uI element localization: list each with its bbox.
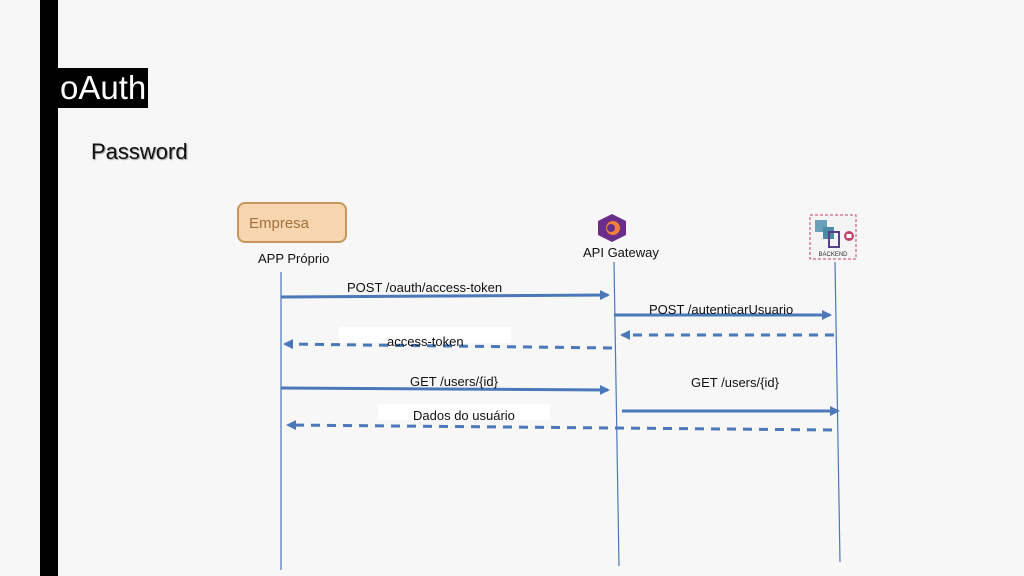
api-gateway-icon <box>598 214 626 242</box>
msg-get-users-1-label: GET /users/{id} <box>410 374 498 389</box>
empresa-box: Empresa <box>237 202 347 243</box>
msg-post-oauth-label: POST /oauth/access-token <box>347 280 503 295</box>
slide-title: oAuth <box>58 68 149 108</box>
lifeline-gateway <box>613 261 620 567</box>
msg-post-autenticar-label: POST /autenticarUsuario <box>649 302 794 317</box>
app-actor-label: APP Próprio <box>258 251 330 266</box>
msg-post-oauth-arrow <box>280 290 610 301</box>
msg-dados-arrow <box>286 420 833 432</box>
msg-access-token-arrow <box>283 339 613 350</box>
backend-icon-label: BACKEND <box>818 252 848 258</box>
gateway-actor-label: API Gateway <box>583 245 659 260</box>
msg-get-users-2-label: GET /users/{id} <box>691 375 779 390</box>
msg-get-users-1-arrow <box>280 384 610 395</box>
msg-dados-label: Dados do usuário <box>413 408 515 423</box>
access-token-label-bg <box>339 327 511 343</box>
left-accent-bar <box>40 0 58 576</box>
dados-label-bg <box>378 404 550 420</box>
msg-access-token-label: access-token <box>387 334 464 349</box>
backend-icon: BACKEND <box>809 214 857 260</box>
slide-subtitle: Password <box>91 139 188 164</box>
